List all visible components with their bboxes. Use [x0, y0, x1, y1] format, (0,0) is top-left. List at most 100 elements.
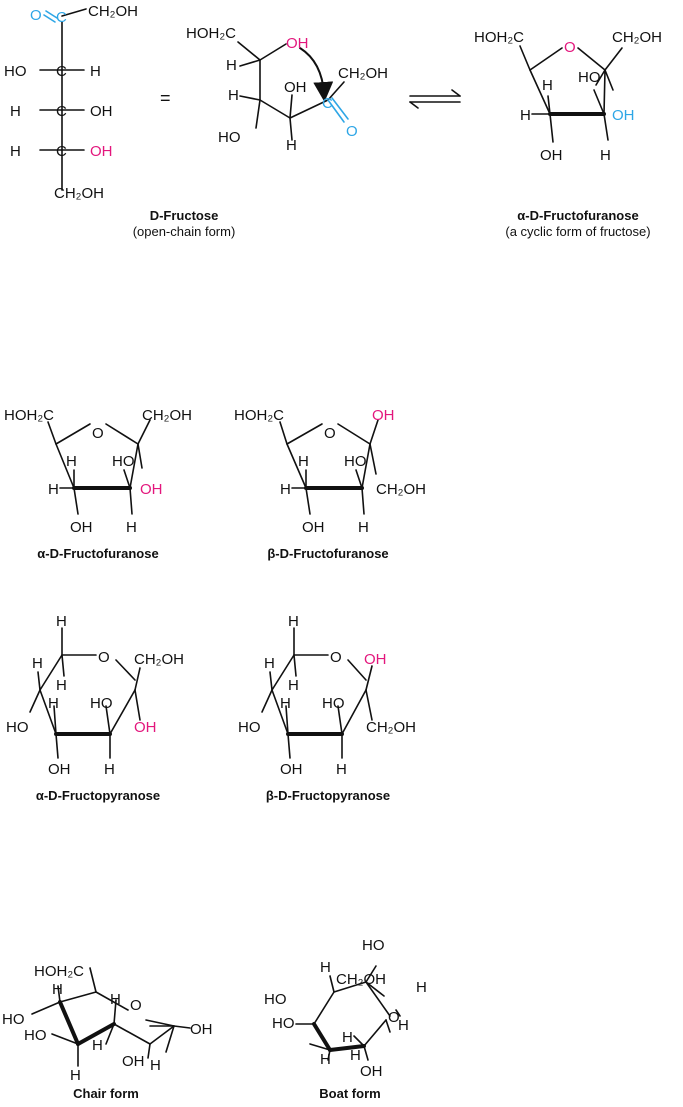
- ho-label: HO: [2, 1011, 25, 1028]
- h-label: H: [226, 57, 237, 74]
- caption-alpha-fructofuranose: α-D-Fructofuranose: [37, 546, 159, 561]
- open-chain-bonds: [39, 8, 87, 191]
- ho-label: HO: [4, 63, 27, 80]
- ho-label: HO: [264, 991, 287, 1008]
- caption-open-chain: D-Fructose (open-chain form): [132, 208, 236, 239]
- hoh2c-label: HOH₂C: [4, 407, 54, 424]
- ch2oh-label: CH₂OH: [142, 407, 192, 424]
- caption-alpha-fructofuranose-top: α-D-Fructofuranose (a cyclic form of fru…: [505, 208, 651, 239]
- chain-middle-bonds: [237, 41, 349, 141]
- oh-label: OH: [302, 519, 325, 536]
- anomeric-oh-label: OH: [372, 407, 395, 424]
- h-label: H: [398, 1017, 409, 1034]
- h-label: H: [358, 519, 369, 536]
- ho-label: HO: [218, 129, 241, 146]
- oh-label: OH: [540, 147, 563, 164]
- ring-oxygen-label: O: [92, 425, 104, 442]
- h-label: H: [264, 655, 275, 672]
- ch2oh-label: CH₂OH: [88, 3, 138, 20]
- oh-label: OH: [284, 79, 307, 96]
- caption-alpha-fructopyranose: α-D-Fructopyranose: [35, 788, 161, 803]
- h-label: H: [342, 1029, 353, 1046]
- hoh2c-label: HOH₂C: [234, 407, 284, 424]
- hoh2c-label: HOH₂C: [34, 963, 84, 980]
- caption-boat-form: Boat form: [319, 1086, 381, 1101]
- ring-oxygen-label: O: [564, 39, 576, 56]
- h-label: H: [320, 959, 331, 976]
- oh-label: OH: [360, 1063, 383, 1080]
- h-label: H: [288, 613, 299, 630]
- h-label: H: [48, 481, 59, 498]
- anomeric-oh-label: OH: [364, 651, 387, 668]
- ring-oxygen-label: O: [324, 425, 336, 442]
- ho-label: HO: [112, 453, 135, 470]
- h-label: H: [542, 77, 553, 94]
- oh-label: OH: [70, 519, 93, 536]
- caption-beta-fructofuranose: β-D-Fructofuranose: [267, 546, 389, 561]
- oh-label: OH: [280, 761, 303, 778]
- carbon-label: C: [56, 143, 67, 160]
- h-label: H: [286, 137, 297, 154]
- anomeric-oh-label: OH: [140, 481, 163, 498]
- h-label: H: [66, 453, 77, 470]
- equals-sign: =: [160, 88, 171, 108]
- ho-label: HO: [24, 1027, 47, 1044]
- oh-label: OH: [90, 103, 113, 120]
- h-label: H: [416, 979, 427, 996]
- h-label: H: [110, 991, 121, 1008]
- chair-bonds: [31, 967, 191, 1067]
- ho-label: HO: [322, 695, 345, 712]
- h-label: H: [350, 1047, 361, 1064]
- ho-label: HO: [90, 695, 113, 712]
- h-label: H: [228, 87, 239, 104]
- h-label: H: [10, 103, 21, 120]
- ring-oxygen-label: O: [130, 997, 142, 1014]
- top-furanose-atoms: HOH₂C O CH₂OH H HO OH H OH H: [474, 29, 662, 164]
- beta-furanose-bonds: [279, 419, 379, 515]
- caption-chair-form: Chair form: [73, 1086, 139, 1101]
- chair-atoms: HOH₂C H H O HO HO H OH H OH H: [2, 963, 213, 1084]
- ring-oxygen-label: O: [388, 1009, 400, 1026]
- carbon-label: C: [56, 63, 67, 80]
- oh-label-highlight: OH: [90, 143, 113, 160]
- h-label: H: [280, 695, 291, 712]
- anomeric-oh-label: OH: [612, 107, 635, 124]
- boat-atoms: HO H CH₂OH H HO O HO H H H H OH: [264, 937, 427, 1080]
- oxygen-label: O: [30, 7, 42, 24]
- hoh2c-label: HOH₂C: [186, 25, 236, 42]
- oh-label: OH: [48, 761, 71, 778]
- caption-beta-fructopyranose: β-D-Fructopyranose: [265, 788, 391, 803]
- carbon-label: C: [56, 9, 67, 26]
- h-label: H: [520, 107, 531, 124]
- h-label: H: [56, 613, 67, 630]
- beta-pyranose-atoms: H O OH H H H HO HO CH₂OH OH H: [238, 613, 416, 778]
- h-label: H: [92, 1037, 103, 1054]
- h-label: H: [600, 147, 611, 164]
- equilibrium-arrows: [409, 89, 461, 109]
- carbon-label: C: [56, 103, 67, 120]
- h-label: H: [104, 761, 115, 778]
- carbon-label: C: [322, 95, 333, 112]
- ho-label: HO: [344, 453, 367, 470]
- h-label: H: [320, 1051, 331, 1068]
- ring-oxygen-label: O: [98, 649, 110, 666]
- ch2oh-label: CH₂OH: [612, 29, 662, 46]
- ho-label: HO: [6, 719, 29, 736]
- chain-middle-atoms: HOH₂C OH H H OH CH₂OH HO H C O: [186, 25, 388, 154]
- anomeric-oh-label: OH: [134, 719, 157, 736]
- ring-oxygen-label: O: [330, 649, 342, 666]
- ho-label: HO: [362, 937, 385, 954]
- h-label: H: [336, 761, 347, 778]
- ch2oh-label: CH₂OH: [376, 481, 426, 498]
- h-label: H: [280, 481, 291, 498]
- beta-pyranose-bonds: [261, 627, 373, 759]
- alpha-pyranose-bonds: [29, 627, 141, 759]
- ho-label: HO: [578, 69, 601, 86]
- top-furanose-bonds: [519, 45, 623, 143]
- h-label: H: [32, 655, 43, 672]
- oxygen-label: O: [346, 123, 358, 140]
- beta-furanose-atoms: HOH₂C O OH H HO H CH₂OH OH H: [234, 407, 426, 536]
- oh-label: OH: [122, 1053, 145, 1070]
- boat-bonds: [295, 965, 401, 1061]
